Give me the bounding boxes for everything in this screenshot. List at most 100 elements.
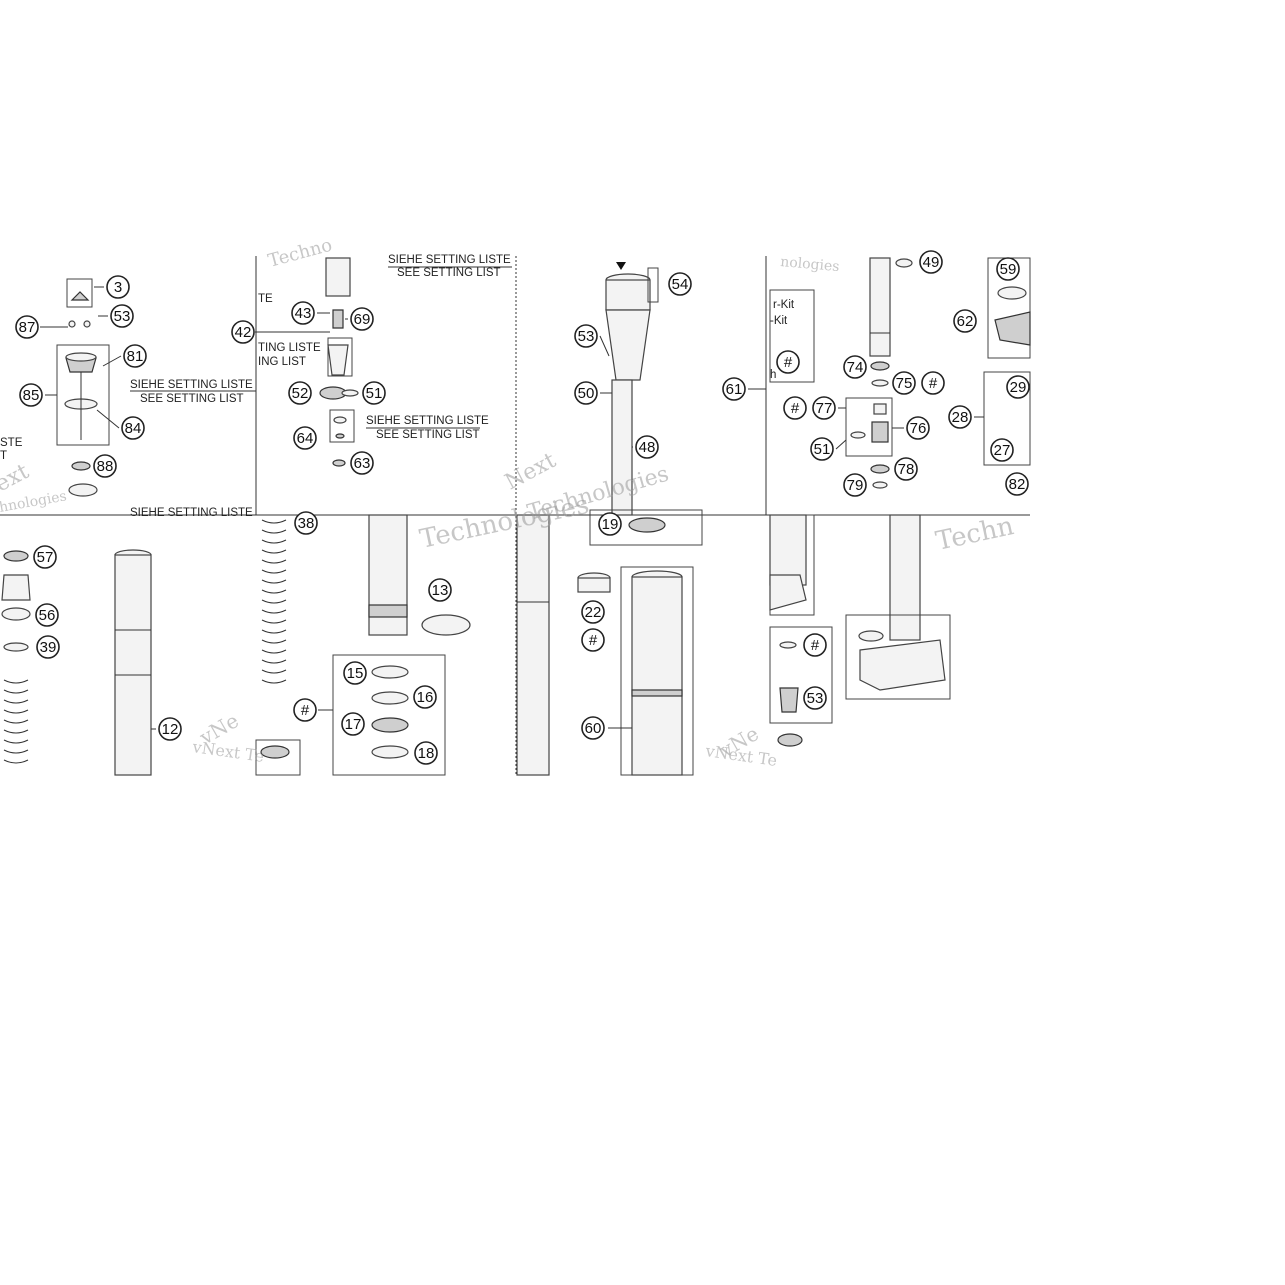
callout-number: 75 <box>896 375 913 392</box>
part-callout[interactable]: 54 <box>668 272 692 296</box>
setting-note: SIEHE SETTING LISTE <box>388 254 511 266</box>
part-callout[interactable]: 75 <box>892 371 916 395</box>
part-callout[interactable]: # <box>776 350 800 374</box>
callout-circle <box>35 603 59 627</box>
part-callout[interactable]: 74 <box>843 355 867 379</box>
part-callout[interactable]: 57 <box>33 545 57 569</box>
part-callout[interactable]: 81 <box>123 344 147 368</box>
part-callout[interactable]: 18 <box>414 741 438 765</box>
part-callout[interactable]: 3 <box>106 275 130 299</box>
setting-note: r-Kit <box>773 299 795 311</box>
part-callout[interactable]: 15 <box>343 661 367 685</box>
callout-circle <box>574 324 598 348</box>
callout-circle <box>110 304 134 328</box>
callout-circle <box>843 355 867 379</box>
part-callout[interactable]: # <box>921 371 945 395</box>
callout-circle <box>291 301 315 325</box>
callout-circle <box>892 371 916 395</box>
callout-number: 52 <box>292 385 309 402</box>
part-callout[interactable]: 39 <box>36 635 60 659</box>
callout-circle <box>953 309 977 333</box>
part-callout[interactable]: # <box>803 633 827 657</box>
part-callout[interactable]: 38 <box>294 511 318 535</box>
part-callout[interactable]: 19 <box>598 512 622 536</box>
callout-circle <box>231 320 255 344</box>
part-callout[interactable]: 60 <box>581 716 605 740</box>
callout-circle <box>810 437 834 461</box>
callout-circle <box>294 511 318 535</box>
part-callout[interactable]: 61 <box>722 377 746 401</box>
callout-circle <box>776 350 800 374</box>
callout-number: 76 <box>910 420 927 437</box>
part-callout[interactable]: 62 <box>953 309 977 333</box>
part-callout[interactable]: 87 <box>15 315 39 339</box>
part-callout[interactable]: 69 <box>350 307 374 331</box>
callout-circle <box>123 344 147 368</box>
callout-circle <box>158 717 182 741</box>
part-callout[interactable]: # <box>581 628 605 652</box>
part-callout[interactable]: 16 <box>413 685 437 709</box>
part-callout[interactable]: 22 <box>581 600 605 624</box>
callout-number: 87 <box>19 319 36 336</box>
part-callout[interactable]: 50 <box>574 381 598 405</box>
callout-circle <box>350 451 374 475</box>
callout-number: 88 <box>97 458 114 475</box>
part-callout[interactable]: 59 <box>996 257 1020 281</box>
part-callout[interactable]: 17 <box>341 712 365 736</box>
callout-number: 53 <box>578 328 595 345</box>
part-callout[interactable]: 88 <box>93 454 117 478</box>
part-callout[interactable]: 51 <box>810 437 834 461</box>
axle-clamp-assembly <box>769 514 951 747</box>
part-callout[interactable]: 53 <box>803 686 827 710</box>
part-callout[interactable]: 79 <box>843 473 867 497</box>
cartridge-kit <box>769 257 1031 489</box>
part-callout[interactable]: 49 <box>919 250 943 274</box>
part-callout[interactable]: 84 <box>121 416 145 440</box>
part-callout[interactable]: 28 <box>948 405 972 429</box>
part-callout[interactable]: 51 <box>362 381 386 405</box>
callout-circle <box>1006 375 1030 399</box>
setting-note: h <box>770 369 776 381</box>
part-callout[interactable]: 43 <box>291 301 315 325</box>
part-callout[interactable]: 27 <box>990 438 1014 462</box>
callout-number: 61 <box>726 381 743 398</box>
watermark-text: nologies <box>780 254 840 275</box>
callout-circle <box>803 633 827 657</box>
callout-circle <box>843 473 867 497</box>
damper-valve-assembly <box>255 257 512 467</box>
part-callout[interactable]: 82 <box>1005 472 1029 496</box>
part-callout[interactable]: 53 <box>574 324 598 348</box>
callout-number: 49 <box>923 254 940 271</box>
part-callout[interactable]: 63 <box>350 451 374 475</box>
part-callout[interactable]: 52 <box>288 381 312 405</box>
part-callout[interactable]: 77 <box>812 396 836 420</box>
callout-number: # <box>784 354 793 371</box>
part-callout[interactable]: 53 <box>110 304 134 328</box>
part-callout[interactable]: 78 <box>894 457 918 481</box>
part-callout[interactable]: 12 <box>158 717 182 741</box>
part-callout[interactable]: 85 <box>19 383 43 407</box>
part-callout[interactable]: 13 <box>428 578 452 602</box>
part-callout[interactable]: 64 <box>293 426 317 450</box>
callout-number: 38 <box>298 515 315 532</box>
callout-circle <box>783 396 807 420</box>
part-callout[interactable]: 29 <box>1006 375 1030 399</box>
watermark-text: Next <box>501 448 560 495</box>
callout-number: 27 <box>994 442 1011 459</box>
callout-circle <box>15 315 39 339</box>
setting-note: SIEHE SETTING LISTE <box>366 415 489 427</box>
part-callout[interactable]: 42 <box>231 320 255 344</box>
part-callout[interactable]: 76 <box>906 416 930 440</box>
setting-note: T <box>0 450 7 462</box>
callout-number: 12 <box>162 721 179 738</box>
callout-circle <box>574 381 598 405</box>
part-callout[interactable]: # <box>783 396 807 420</box>
callout-number: 77 <box>816 400 833 417</box>
callout-number: # <box>301 702 310 719</box>
part-callout[interactable]: 48 <box>635 435 659 459</box>
callout-number: 42 <box>235 324 252 341</box>
callout-circle <box>722 377 746 401</box>
part-callout[interactable]: # <box>293 698 317 722</box>
part-callout[interactable]: 56 <box>35 603 59 627</box>
callout-circle <box>19 383 43 407</box>
